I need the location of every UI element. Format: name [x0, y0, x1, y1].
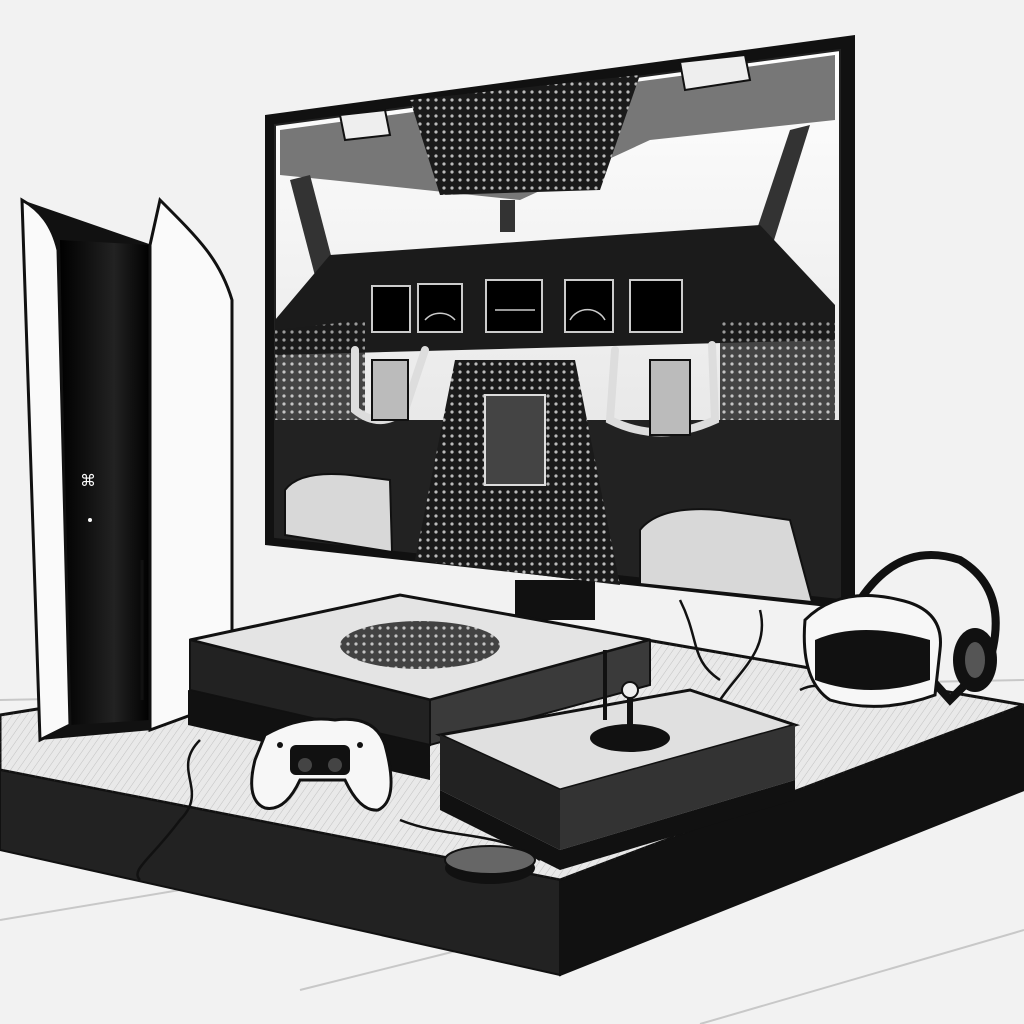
svg-text:⌘: ⌘ [80, 471, 96, 490]
gamepad-icon [250, 717, 393, 812]
monitor [265, 35, 855, 620]
flight-control-panel [435, 650, 801, 870]
controller-puck [444, 845, 536, 884]
vr-headset-icon [802, 551, 1000, 708]
cockpit-scene [275, 53, 840, 604]
game-console: ⌘ [20, 197, 234, 743]
joystick-icon [590, 681, 670, 752]
playstation-logo-icon: ⌘ [80, 471, 96, 490]
